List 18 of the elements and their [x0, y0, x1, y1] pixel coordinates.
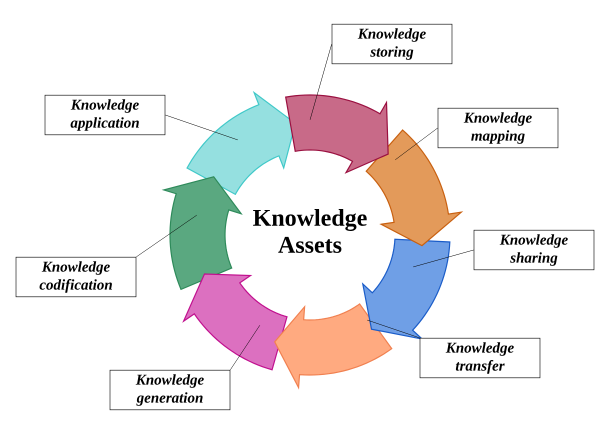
cycle-segment: [362, 238, 450, 340]
centre-title: Knowledge Assets: [253, 209, 367, 253]
label-box: Knowledge transfer: [420, 338, 540, 378]
leader-line: [136, 214, 198, 258]
leader-line: [366, 320, 420, 338]
leader-line: [310, 44, 332, 120]
label-box: Knowledge mapping: [438, 108, 558, 148]
leader-line: [165, 114, 238, 140]
label-box: Knowledge sharing: [474, 230, 594, 270]
label-box: Knowledge codification: [16, 256, 136, 298]
cycle-segment: [182, 273, 288, 370]
leader-line: [230, 324, 260, 370]
label-box: Knowledge generation: [110, 370, 230, 410]
cycle-segment: [285, 94, 389, 174]
leader-line: [412, 250, 474, 268]
label-box: Knowledge storing: [332, 24, 452, 64]
leader-line: [394, 128, 438, 160]
label-box: Knowledge application: [44, 94, 166, 136]
